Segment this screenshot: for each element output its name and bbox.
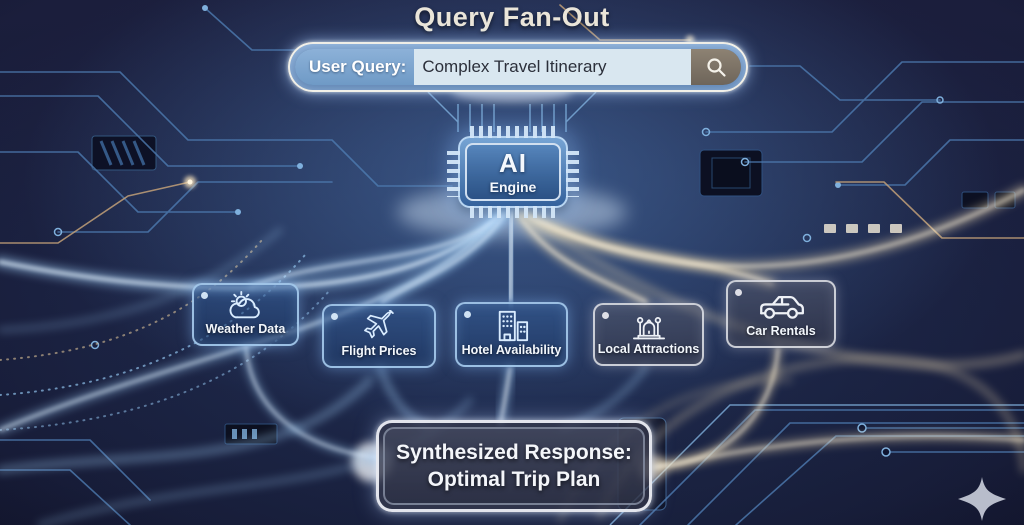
node-label: Local Attractions — [597, 342, 700, 356]
user-query-label: User Query: — [295, 49, 415, 85]
search-button[interactable] — [691, 49, 741, 85]
node-card-flight-prices: Flight Prices — [322, 304, 436, 368]
chip-pins-right — [566, 151, 579, 197]
corner-dot — [331, 313, 338, 320]
node-card-car-rentals: Car Rentals — [726, 280, 836, 348]
car-icon — [760, 296, 804, 319]
light-streams — [0, 78, 1024, 525]
node-label: Weather Data — [205, 322, 286, 336]
ai-engine-title: AI — [499, 147, 527, 178]
corner-dot — [602, 312, 609, 319]
synthesized-response-panel: Synthesized Response: Optimal Trip Plan — [383, 427, 645, 505]
node-card-hotel-availability: Hotel Availability — [455, 302, 568, 367]
user-query-bar: User Query: Complex Travel Itinerary — [288, 42, 748, 92]
response-line-2: Optimal Trip Plan — [427, 468, 601, 491]
corner-dot — [201, 292, 208, 299]
search-icon — [707, 58, 726, 77]
circuit-traces-gold — [0, 4, 1024, 244]
page-title: Query Fan-Out — [414, 2, 610, 32]
synthesized-response-box: Synthesized Response: Optimal Trip Plan — [376, 420, 652, 512]
corner-dot — [735, 289, 742, 296]
node-card-weather-data: Weather Data — [192, 283, 299, 346]
user-query-inner: User Query: Complex Travel Itinerary — [295, 49, 741, 85]
node-card-local-attractions: Local Attractions — [593, 303, 704, 366]
user-query-value[interactable]: Complex Travel Itinerary — [414, 49, 691, 85]
landmark-gate-icon — [632, 317, 665, 340]
node-label: Car Rentals — [746, 324, 816, 338]
dashed-streams — [0, 239, 331, 431]
chip-pins-left — [447, 151, 460, 197]
corner-dot — [464, 311, 471, 318]
ai-engine-subtitle: Engine — [489, 178, 537, 195]
ai-engine-chip: AI Engine — [447, 126, 579, 218]
response-line-1: Synthesized Response: — [396, 440, 632, 464]
chip-pins-top — [470, 126, 556, 138]
sparkle-icon — [958, 477, 1006, 521]
node-label: Hotel Availability — [461, 343, 562, 357]
chip-pins-bottom — [470, 206, 556, 218]
gold-dot-core — [187, 179, 193, 185]
ai-engine-panel: AI Engine — [465, 143, 561, 201]
sun-cloud-icon — [229, 290, 260, 319]
trace-terminals — [53, 5, 944, 457]
airplane-icon — [364, 310, 394, 339]
hotel-buildings-icon — [498, 310, 528, 342]
node-label: Flight Prices — [341, 344, 417, 358]
